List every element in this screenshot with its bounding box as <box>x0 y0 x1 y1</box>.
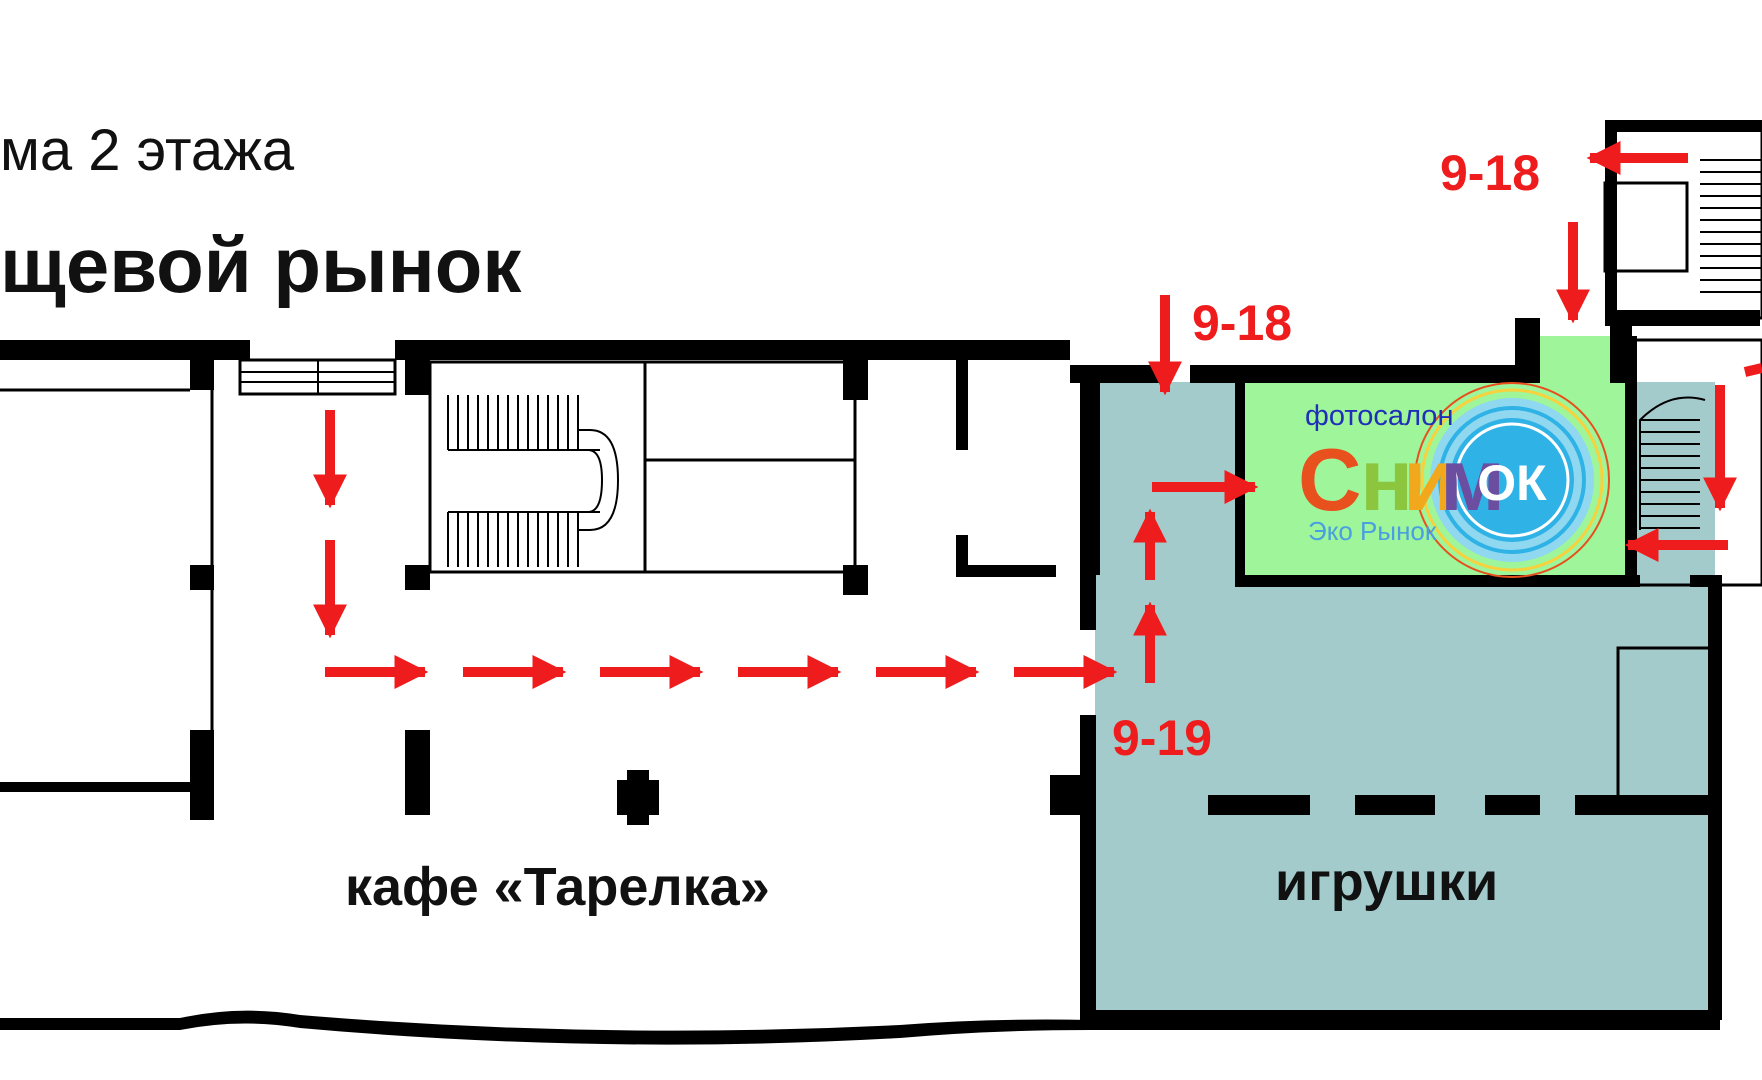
map-title-floor: ма 2 этажа <box>0 118 295 183</box>
walls <box>0 120 1762 1045</box>
hours-label-toys-entrance: 9-19 <box>1112 710 1212 766</box>
photo-salon-caption: фотосалон <box>1305 400 1453 432</box>
eko-market-caption: Эко Рынок <box>1308 516 1437 546</box>
cafe-label: кафе «Тарелка» <box>345 857 770 917</box>
window-strip <box>238 358 397 396</box>
toys-label: игрушки <box>1275 852 1498 912</box>
arrow-partial-edge <box>1743 363 1762 377</box>
snimok-logo-circle <box>1414 382 1610 578</box>
logo-letter-2: н <box>1360 430 1413 529</box>
stairwell-central <box>428 360 647 574</box>
route-arrows <box>312 140 1762 690</box>
logo-letter-4: м <box>1440 430 1505 529</box>
map-title-market: щевой рынок <box>0 221 522 309</box>
hours-label-entrance: 9-18 <box>1192 295 1292 351</box>
logo-ok: ОК <box>1477 455 1547 511</box>
logo-letter-1: С <box>1298 430 1362 529</box>
snimok-logo: С н и м ОК <box>1298 430 1547 529</box>
hours-label-top-right: 9-18 <box>1440 145 1540 201</box>
logo-letter-3: и <box>1403 430 1457 529</box>
